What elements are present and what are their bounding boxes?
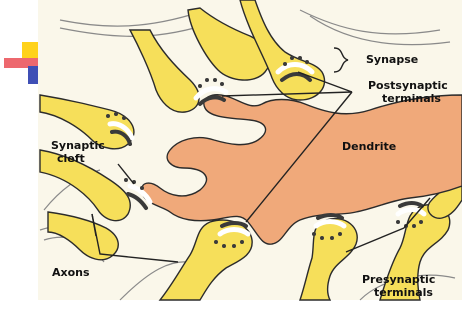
label-synaptic-cleft-2: cleft [57, 152, 85, 165]
slide-yellow-square [22, 42, 38, 58]
slide-blue-square [28, 66, 38, 84]
label-postsynaptic-2: terminals [382, 92, 441, 105]
label-presynaptic-1: Presynaptic [362, 273, 435, 286]
slide-decoration [4, 42, 38, 84]
label-dendrite: Dendrite [342, 140, 396, 153]
label-synaptic-cleft-1: Synaptic [51, 139, 105, 152]
label-presynaptic-2: terminals [374, 286, 433, 299]
label-postsynaptic-1: Postsynaptic [368, 79, 448, 92]
label-synapse: Synapse [366, 53, 418, 66]
label-axons: Axons [52, 266, 90, 279]
